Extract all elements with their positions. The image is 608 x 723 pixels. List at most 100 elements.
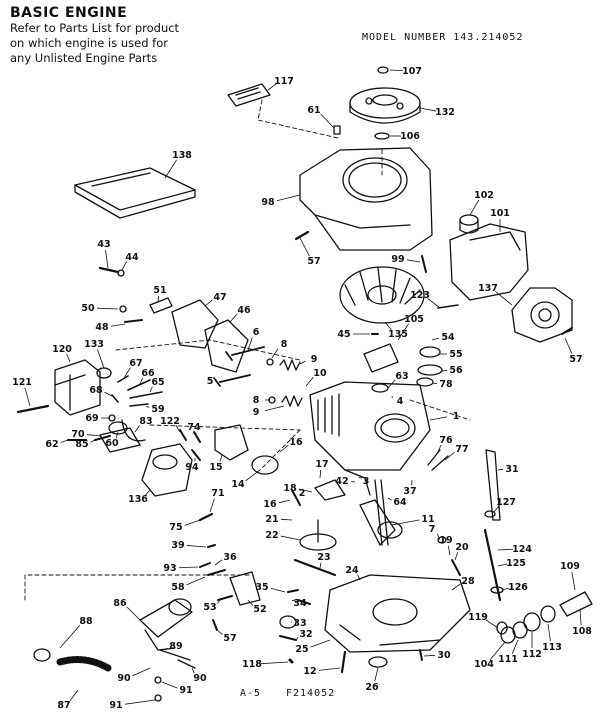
part-label-76: 76 [439,435,453,446]
part-plug-133 [96,367,112,379]
part-screw-58 [207,569,226,576]
part-screw-93 [199,562,211,568]
part-label-65: 65 [151,377,164,388]
part-blower-housing-98 [299,147,433,251]
part-label-98: 98 [261,197,275,208]
part-gasket-60 [108,421,128,435]
leader-line-63 [387,379,396,389]
part-fuel-tank-101 [449,223,529,301]
leader-line-88 [59,625,81,649]
part-bolt-12 [340,650,347,674]
leader-line-132 [419,107,437,112]
leader-line-47 [204,299,213,307]
part-sump-24 [324,574,471,653]
part-ring-119 [496,621,508,635]
leader-line-120 [66,353,71,363]
part-screw-91b [154,694,162,702]
part-label-57c: 57 [223,633,236,644]
part-link-68 [111,394,119,403]
part-label-120: 120 [52,344,72,355]
part-label-86: 86 [113,598,127,609]
leader-line-75 [184,519,201,526]
part-label-102: 102 [474,190,494,201]
part-seal-76-77 [427,449,449,471]
leader-line-66 [139,377,144,385]
leader-line-91a [124,699,156,705]
part-label-24: 24 [345,565,359,576]
leader-line-117 [267,83,277,91]
part-manual-138 [74,167,196,219]
part-label-21: 21 [265,514,278,525]
part-label-113: 113 [542,642,562,653]
part-label-91b: 91 [179,685,192,696]
note-line-2: on which engine is used for [10,36,168,50]
part-label-46: 46 [237,305,251,316]
leader-line-89 [164,647,168,651]
part-washer-55 [419,346,441,358]
leader-line-122 [175,425,181,433]
part-fuel-cap-102 [459,214,479,234]
leader-lines [24,69,582,705]
leader-line-76 [437,444,442,453]
leader-line-61 [320,113,335,129]
part-seal-112 [523,612,541,632]
diagram-header: BASIC ENGINE Refer to Parts List for pro… [10,6,179,66]
part-label-117: 117 [274,76,294,87]
part-valve-spring-9a [279,359,301,371]
leader-line-78 [431,382,438,384]
leader-line-138 [164,159,177,179]
part-screw-57b [561,327,573,335]
leader-line-105 [397,323,409,341]
part-label-112: 112 [522,649,542,660]
part-label-104: 104 [474,659,494,670]
leader-line-8a [271,348,279,359]
leader-line-85 [90,439,96,443]
leader-line-77 [444,451,455,461]
part-seal-26 [368,656,388,668]
part-label-62: 62 [45,439,58,450]
part-label-111: 111 [498,654,518,665]
page-number: A-5 [240,688,262,699]
part-label-30: 30 [437,650,451,661]
part-label-57a: 57 [307,256,320,267]
part-muffler-86 [139,598,193,651]
leader-line-111 [511,639,519,654]
leader-line-30 [423,654,436,657]
part-label-35: 35 [255,582,268,593]
leader-line-98 [276,194,301,202]
part-screw-39 [207,544,216,548]
leader-line-65 [149,386,153,393]
part-label-123: 123 [410,290,430,301]
part-label-43: 43 [97,239,110,250]
part-label-16b: 16 [263,499,277,510]
leader-line-91b [161,681,178,689]
part-label-47: 47 [213,292,226,303]
part-washer-44 [117,269,125,277]
part-label-66: 66 [141,368,155,379]
part-plate-15 [214,424,249,461]
part-label-136: 136 [128,494,148,505]
leader-line-127 [493,505,500,513]
leader-line-36 [214,559,223,566]
part-label-18: 18 [283,483,297,494]
part-label-78: 78 [439,379,453,390]
leader-line-46 [229,313,238,323]
part-link-66 [127,379,151,391]
leader-line-16a [279,444,289,453]
part-tube-51 [149,297,173,314]
part-label-63: 63 [395,371,408,382]
part-governor-83 [121,419,146,442]
part-label-83: 83 [139,416,152,427]
part-label-60: 60 [105,438,119,449]
leader-line-9a [299,360,306,365]
leader-line-87 [69,689,79,701]
part-label-22: 22 [265,530,278,541]
leader-line-6 [247,337,253,351]
leader-line-124 [497,548,514,551]
part-crankshaft-11 [359,479,403,546]
part-label-107: 107 [402,66,422,77]
part-pin-118 [288,658,294,664]
leader-line-54 [431,337,440,341]
part-label-122: 122 [160,416,180,427]
